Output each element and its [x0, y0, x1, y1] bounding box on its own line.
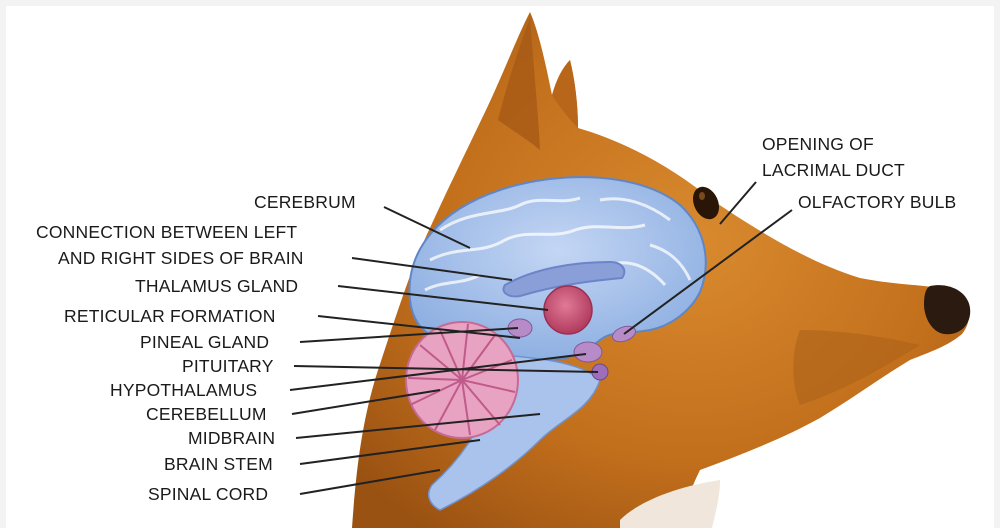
label-lacrimal-line1: OPENING OF	[762, 134, 874, 154]
label-connection-line1: CONNECTION BETWEEN LEFT	[36, 222, 297, 242]
label-thalamus: THALAMUS GLAND	[135, 276, 298, 296]
thalamus-shape	[544, 286, 592, 334]
eye-highlight	[699, 192, 705, 200]
label-reticular: RETICULAR FORMATION	[64, 306, 276, 326]
label-cerebellum: CEREBELLUM	[146, 404, 267, 424]
label-cerebrum: CEREBRUM	[254, 192, 356, 212]
label-olfactory-bulb: OLFACTORY BULB	[798, 192, 956, 212]
label-brain-stem: BRAIN STEM	[164, 454, 273, 474]
label-connection-line2: AND RIGHT SIDES OF BRAIN	[58, 248, 304, 268]
label-pineal: PINEAL GLAND	[140, 332, 269, 352]
label-spinal-cord: SPINAL CORD	[148, 484, 268, 504]
label-lacrimal-line2: LACRIMAL DUCT	[762, 160, 905, 180]
label-hypothalamus: HYPOTHALAMUS	[110, 380, 257, 400]
label-pituitary: PITUITARY	[182, 356, 274, 376]
cerebellum-shape	[406, 322, 518, 438]
hypothalamus-shape	[574, 342, 602, 362]
label-midbrain: MIDBRAIN	[188, 428, 275, 448]
